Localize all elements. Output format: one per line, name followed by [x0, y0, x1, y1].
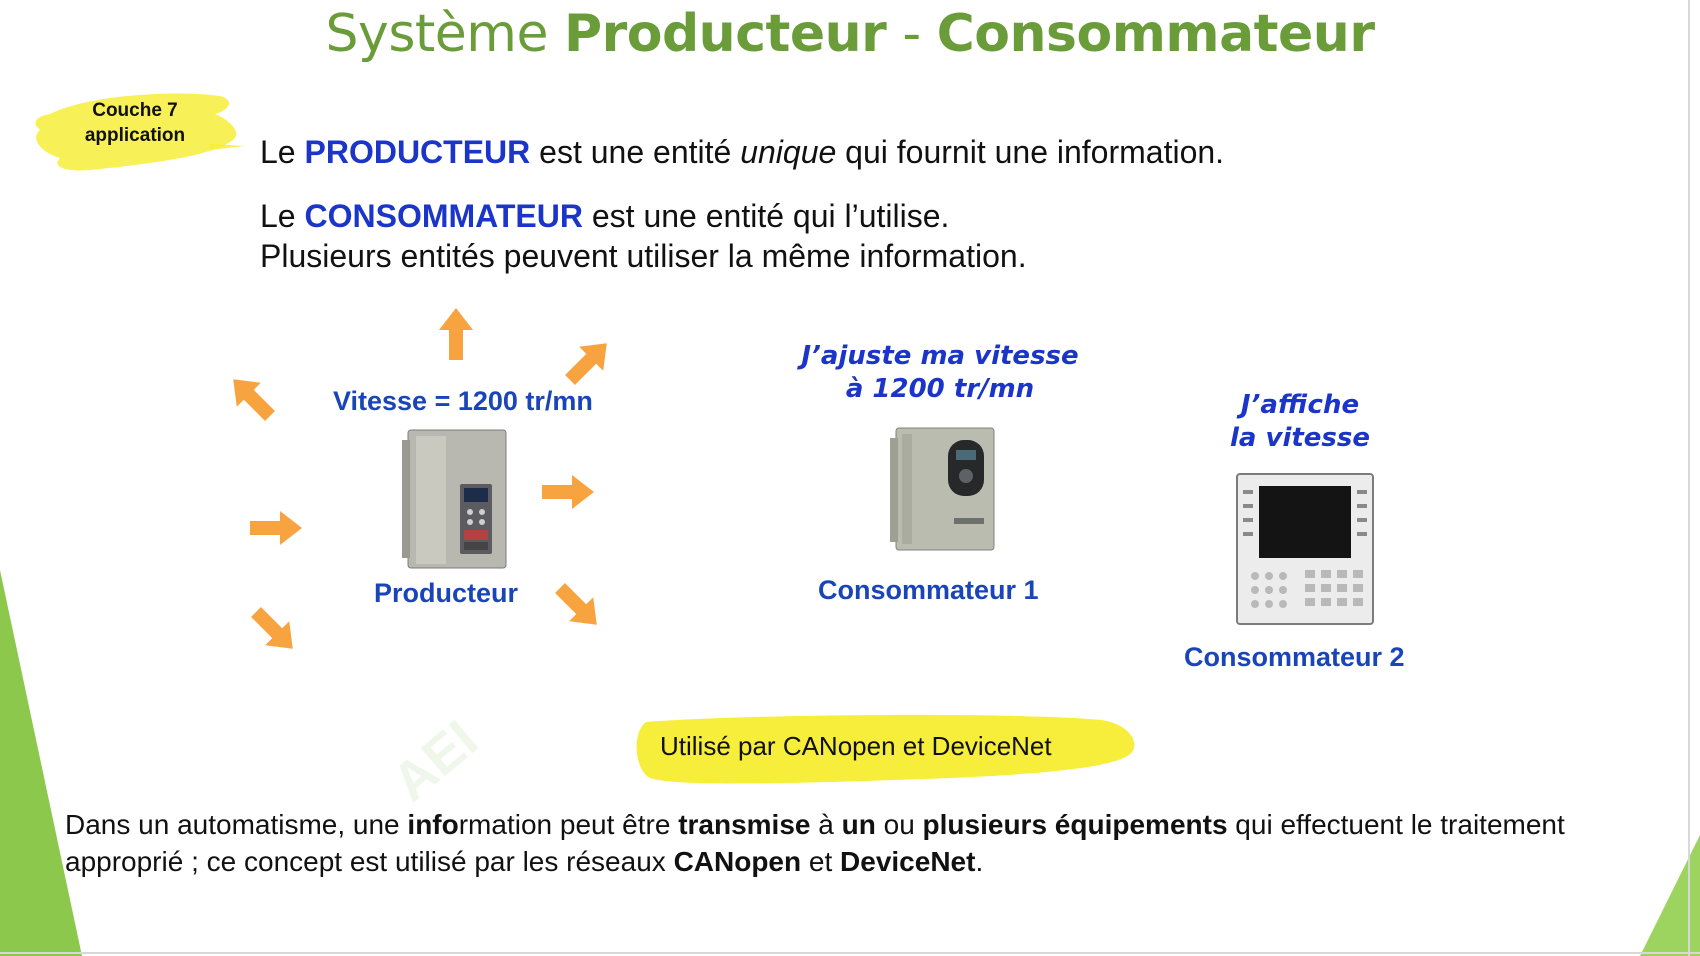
consumer1-drive-icon — [890, 427, 995, 551]
arrow-up-right-icon — [557, 331, 619, 393]
arrow-down-right-icon — [547, 575, 609, 637]
badge-label: Couche 7 application — [84, 100, 186, 146]
consumer2-speech: J’affiche la vitesse — [1229, 390, 1371, 453]
consumer2-hmi-icon — [1236, 473, 1374, 625]
arrow-up-left-icon — [221, 367, 283, 429]
arrow-down-left-icon — [243, 599, 305, 661]
arrow-left-side-icon — [250, 511, 302, 545]
consumer1-label: Consommateur 1 — [818, 575, 1039, 605]
protocol-highlight — [636, 714, 1135, 784]
slide-edge-right — [1688, 0, 1690, 956]
footer-paragraph: Dans un automatisme, une information peu… — [65, 809, 1565, 877]
consumer1-speech: J’ajuste ma vitesse à 1200 tr/mn — [801, 341, 1079, 404]
intro-multiple-line: Plusieurs entités peuvent utiliser la mê… — [260, 238, 1027, 274]
intro-consumer-line: Le CONSOMMATEUR est une entité qui l’uti… — [260, 198, 950, 234]
arrow-right-icon — [542, 475, 594, 509]
arrow-up-icon — [439, 308, 473, 360]
slide-title: Système Producteur - Consommateur — [325, 4, 1375, 64]
slide-edge-bottom — [0, 952, 1700, 954]
badge-highlight — [35, 93, 245, 171]
producer-speed-label: Vitesse = 1200 tr/mn — [333, 386, 593, 416]
consumer2-label: Consommateur 2 — [1184, 642, 1405, 672]
producer-drive-icon — [402, 429, 507, 569]
intro-producer-line: Le PRODUCTEUR est une entité unique qui … — [260, 134, 1225, 170]
producer-label: Producteur — [374, 578, 519, 608]
protocol-highlight-text: Utilisé par CANopen et DeviceNet — [660, 731, 1052, 761]
